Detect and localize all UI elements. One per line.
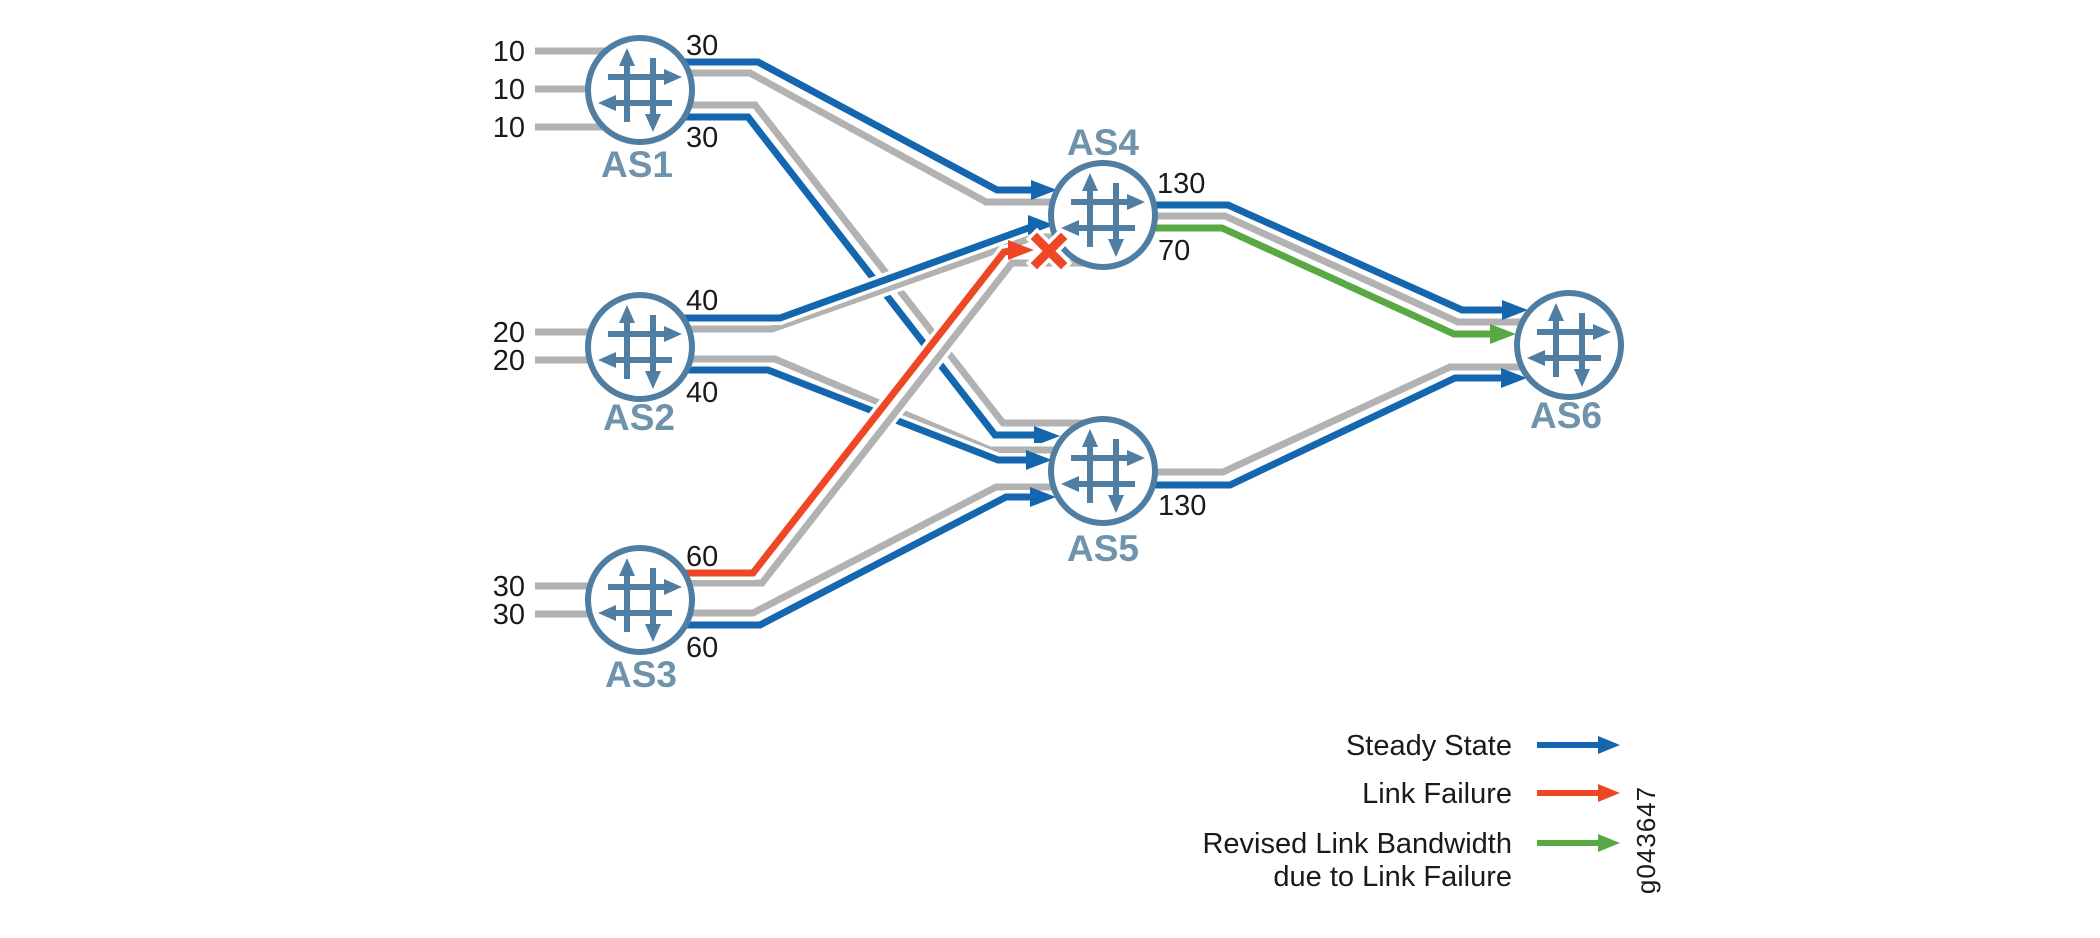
router-arrows-icon — [598, 48, 682, 132]
link-as4-as6-steady — [1103, 198, 1560, 329]
link-bandwidth-label: 30 — [686, 30, 718, 62]
legend-label: Revised Link Bandwidth — [1202, 828, 1512, 860]
link-line — [1103, 201, 1504, 314]
link-companion-line — [1103, 212, 1560, 326]
legend-item-steady: Steady State — [1346, 730, 1620, 762]
ingress-bandwidth-label: 30 — [493, 571, 525, 603]
figure-id-watermark: g043647 — [1631, 786, 1661, 894]
link-bandwidth-label: 40 — [686, 377, 718, 409]
link-as1-as5 — [640, 98, 1085, 446]
router-icon — [585, 292, 695, 402]
link-as1-as4 — [640, 55, 1085, 209]
node-as5: AS5 — [1048, 416, 1158, 569]
arrowhead-icon — [1030, 487, 1056, 507]
arrowhead-icon — [1501, 368, 1527, 388]
link-bandwidth-label: 30 — [686, 122, 718, 154]
legend-label-line2: due to Link Failure — [1273, 861, 1512, 893]
link-line — [640, 493, 1032, 629]
legend-label: Steady State — [1346, 730, 1512, 762]
link-failure-x-icon — [1025, 227, 1073, 275]
legend-item-failure: Link Failure — [1362, 778, 1620, 810]
ingress-bandwidth-label: 20 — [493, 317, 525, 349]
link-bandwidth-label: 70 — [1158, 235, 1190, 267]
link-as5-as6 — [1103, 360, 1560, 492]
legend-label: Link Failure — [1362, 778, 1512, 810]
node-label: AS4 — [1067, 122, 1139, 163]
router-icon — [585, 35, 695, 145]
arrowhead-icon — [1490, 324, 1516, 344]
ingress-group-as1: 10 10 10 — [493, 36, 616, 144]
node-as2: AS2 — [585, 292, 695, 438]
node-label: AS3 — [605, 654, 677, 695]
router-icon — [1048, 160, 1158, 270]
arrowhead-icon — [1028, 215, 1054, 235]
link-line — [640, 247, 1011, 577]
node-as3: AS3 — [585, 545, 695, 695]
ingress-bandwidth-label: 10 — [493, 112, 525, 144]
link-line — [1103, 374, 1503, 489]
link-companion-line — [640, 69, 1085, 206]
ingress-bandwidth-label: 30 — [493, 599, 525, 631]
router-arrows-icon — [1527, 303, 1611, 387]
router-arrows-icon — [598, 558, 682, 642]
node-label: AS5 — [1067, 528, 1139, 569]
ingress-bandwidth-label: 10 — [493, 36, 525, 68]
node-label: AS1 — [601, 144, 673, 185]
arrowhead-icon — [1502, 300, 1528, 320]
arrowhead-icon — [1034, 426, 1060, 446]
link-companion-line — [640, 101, 1085, 427]
link-as4-as6-revised — [1103, 221, 1516, 344]
link-line — [640, 113, 1036, 439]
node-label: AS6 — [1530, 395, 1602, 436]
node-label: AS2 — [603, 397, 675, 438]
legend-arrowhead-icon — [1598, 736, 1620, 754]
link-as3-as5 — [640, 480, 1085, 632]
legend-arrowhead-icon — [1598, 834, 1620, 852]
ingress-bandwidth-label: 10 — [493, 74, 525, 106]
link-bandwidth-label: 40 — [686, 285, 718, 317]
link-bandwidth-label: 60 — [686, 632, 718, 664]
router-icon — [585, 545, 695, 655]
link-bandwidth-label: 130 — [1157, 168, 1205, 200]
node-as6: AS6 — [1514, 290, 1624, 436]
link-as3-as4 — [640, 240, 1085, 590]
node-as4: AS4 — [1048, 122, 1158, 270]
arrowhead-icon — [1026, 450, 1052, 470]
node-as1: AS1 — [585, 35, 695, 185]
arrowhead-icon — [1008, 240, 1034, 260]
router-icon — [1048, 416, 1158, 526]
link-bandwidth-label: 60 — [686, 541, 718, 573]
link-companion-line — [1103, 363, 1560, 476]
link-companion-line — [640, 259, 1085, 587]
legend-arrowhead-icon — [1598, 784, 1620, 802]
link-line — [1103, 224, 1492, 338]
router-arrows-icon — [1061, 429, 1145, 513]
link-line — [640, 58, 1033, 194]
router-arrows-icon — [1061, 173, 1145, 257]
link-bandwidth-label: 130 — [1158, 490, 1206, 522]
router-arrows-icon — [598, 305, 682, 389]
link-companion-line — [640, 483, 1085, 617]
arrowhead-icon — [1031, 180, 1057, 200]
ingress-bandwidth-label: 20 — [493, 345, 525, 377]
router-icon — [1514, 290, 1624, 400]
